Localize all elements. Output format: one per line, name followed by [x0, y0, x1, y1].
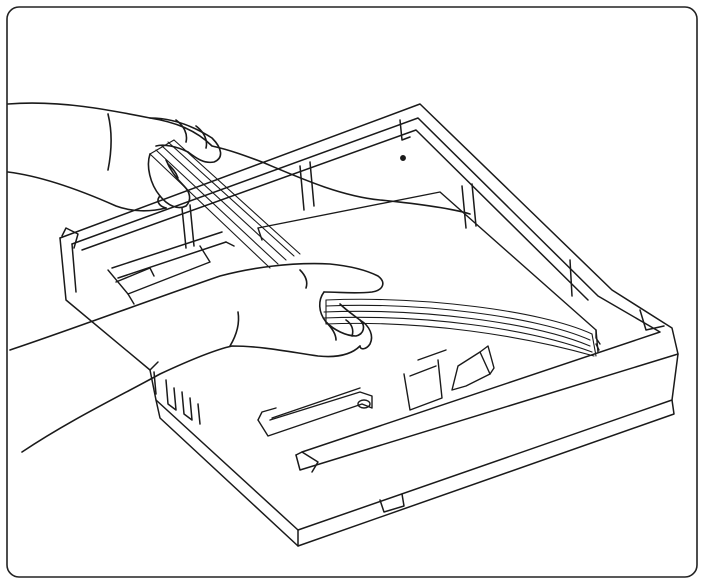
upper-hand	[7, 102, 471, 215]
paper-guide-lever	[257, 345, 495, 437]
lifted-paper-strip	[149, 139, 301, 269]
left-paper-guide	[107, 245, 211, 305]
paper-tray	[59, 103, 679, 547]
lower-hand	[9, 262, 384, 453]
